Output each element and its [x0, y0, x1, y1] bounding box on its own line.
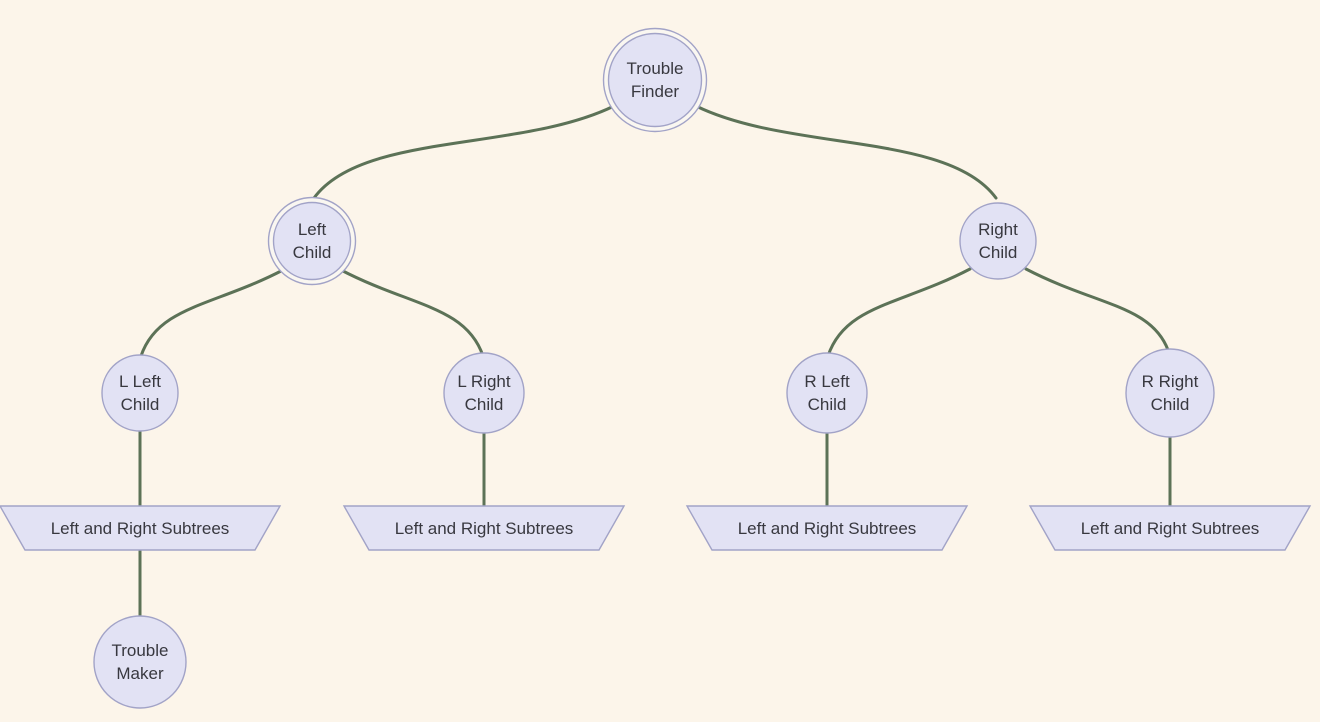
trouble-finder-circle — [607, 32, 703, 128]
trouble-maker-circle — [93, 615, 187, 709]
edge-right-child-r-left-child — [826, 267, 972, 358]
r-right-child-circle — [1125, 348, 1215, 438]
node-l-right-subtrees: Left and Right Subtrees — [394, 518, 574, 538]
l-left-subtrees-trapezoid — [0, 505, 282, 551]
node-r-left-child: R Left Child — [804, 372, 850, 414]
l-right-child-circle — [443, 352, 525, 434]
r-left-child-circle — [786, 352, 868, 434]
node-r-right-subtrees: Left and Right Subtrees — [1080, 518, 1260, 538]
edge-trouble-finder-right-child — [694, 104, 998, 200]
r-right-subtrees-trapezoid — [1028, 505, 1312, 551]
edge-right-child-r-right-child — [1024, 267, 1170, 352]
node-l-left-child: L Left Child — [119, 372, 161, 414]
l-left-child-circle — [101, 354, 179, 432]
node-right-child: Right Child — [978, 220, 1018, 262]
left-child-circle — [272, 201, 352, 281]
node-trouble-finder: Trouble Finder — [626, 59, 684, 101]
node-l-right-child: L Right Child — [457, 372, 511, 414]
edge-left-child-l-left-child — [139, 268, 285, 358]
edge-left-child-l-right-child — [339, 268, 485, 358]
l-right-subtrees-trapezoid — [342, 505, 626, 551]
node-r-left-subtrees: Left and Right Subtrees — [737, 518, 917, 538]
node-trouble-maker: Trouble Maker — [111, 641, 169, 683]
edge-trouble-finder-left-child — [312, 104, 616, 200]
r-left-subtrees-trapezoid — [685, 505, 969, 551]
node-left-child: Left Child — [292, 220, 332, 262]
node-l-left-subtrees: Left and Right Subtrees — [50, 518, 230, 538]
node-r-right-child: R Right Child — [1141, 372, 1199, 414]
right-child-circle — [959, 202, 1037, 280]
